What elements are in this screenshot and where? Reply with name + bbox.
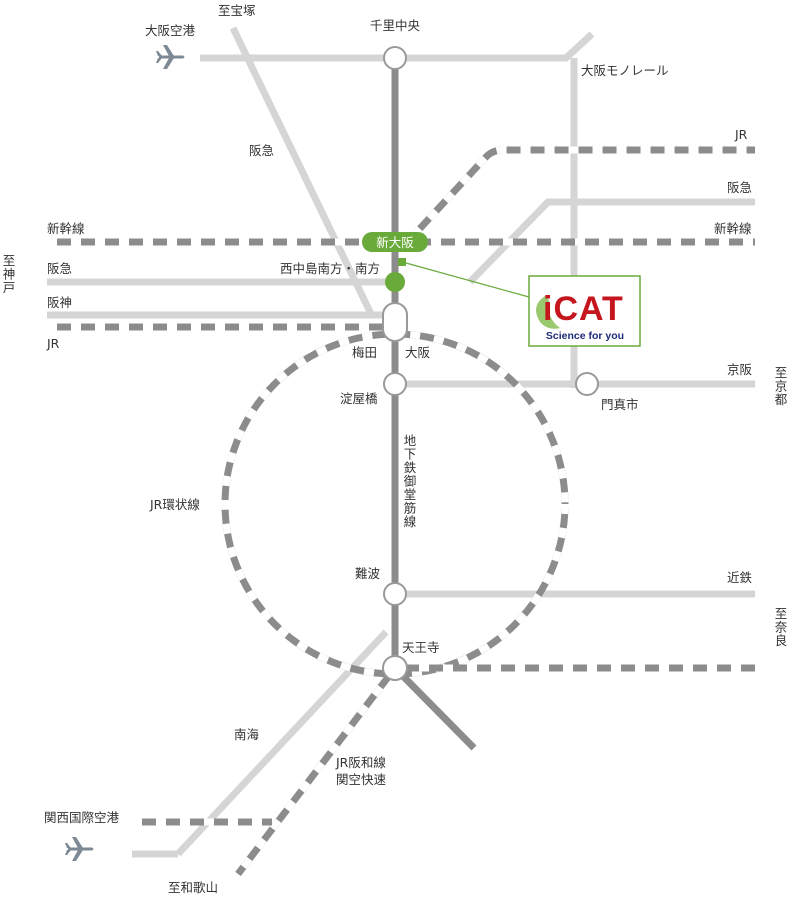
label-midosuji: 地下鉄御堂筋線: [404, 433, 417, 529]
leader-line: [405, 262, 530, 298]
station-umeda-osaka: [382, 302, 408, 342]
airplane-icon: [65, 837, 94, 861]
label-shinkansen-left: 新幹線: [47, 221, 85, 236]
subway-south-extension: [392, 665, 477, 751]
labels: 至宝塚 大阪空港 千里中央 大阪モノレール 阪急 JR 阪急 新幹線 新幹線 西…: [44, 3, 753, 895]
label-hankyu-right: 阪急: [727, 180, 752, 195]
monorail-line: [395, 31, 595, 62]
label-midosuji-text: 地下鉄御堂筋線: [404, 433, 417, 529]
label-shinkansen-right: 新幹線: [714, 221, 752, 236]
label-kyoto: 至京都: [775, 365, 788, 407]
hankyu-takarazuka-line: [229, 26, 376, 318]
label-wakayama: 至和歌山: [168, 880, 218, 895]
label-senri-chuo: 千里中央: [370, 18, 421, 33]
icat-logo: iCAT Science for you: [528, 275, 641, 347]
station-namba: [383, 582, 407, 606]
station-senri-chuo: [383, 46, 407, 70]
airplane-icon: [156, 45, 185, 69]
station-kadoma: [575, 372, 599, 396]
label-nishinakajima: 西中島南方・南方: [280, 261, 380, 276]
label-nara: 至奈良: [775, 606, 788, 648]
label-jr-right-top: JR: [734, 127, 748, 142]
label-kadoma: 門真市: [601, 397, 639, 412]
label-kintetsu: 近鉄: [727, 570, 753, 585]
logo-text: iCAT: [543, 290, 624, 328]
label-takarazuka: 至宝塚: [218, 3, 256, 18]
label-osaka: 大阪: [405, 345, 431, 360]
label-kansai-rapid: 関空快速: [336, 772, 387, 787]
shin-osaka-badge: 新大阪: [362, 232, 428, 252]
stations: [382, 46, 599, 681]
label-nara-text: 至奈良: [775, 606, 788, 648]
label-kobe-text: 至神戸: [3, 253, 16, 295]
logo-green-swoosh: [536, 296, 560, 329]
label-hanshin: 阪神: [47, 295, 72, 310]
label-hankyu-left2: 阪急: [47, 261, 72, 276]
label-hankyu-left: 阪急: [249, 143, 274, 158]
light-lines: [47, 26, 755, 858]
jr-hanwa-line: [235, 665, 398, 877]
label-keihan: 京阪: [727, 362, 753, 377]
station-yodoyabashi: [383, 372, 407, 396]
station-tennoji: [382, 655, 408, 681]
label-jr-left: JR: [46, 336, 60, 351]
icat-location-marker: [398, 258, 406, 266]
label-kyoto-text: 至京都: [775, 365, 788, 407]
label-tennoji: 天王寺: [402, 640, 440, 655]
label-jr-loop: JR環状線: [149, 497, 200, 512]
label-kobe: 至神戸: [3, 253, 16, 295]
jr-kyoto-line: [410, 146, 755, 239]
shin-osaka-label: 新大阪: [376, 235, 414, 250]
label-yodoyabashi: 淀屋橋: [340, 391, 378, 406]
vertical-labels: 至神戸 至京都 至奈良 地下鉄御堂筋線: [3, 253, 788, 648]
label-osaka-airport: 大阪空港: [145, 23, 196, 38]
label-nankai: 南海: [234, 727, 260, 742]
logo-tagline: Science for you: [546, 330, 624, 342]
label-monorail: 大阪モノレール: [581, 63, 669, 78]
station-nishinakajima: [385, 272, 405, 292]
label-namba: 難波: [355, 566, 381, 581]
label-kansai-airport: 関西国際空港: [44, 810, 120, 825]
midosuji-subway: [391, 58, 477, 751]
label-umeda: 梅田: [352, 345, 377, 360]
label-jr-hanwa: JR阪和線: [335, 755, 386, 770]
hankyu-right-line: [467, 198, 755, 285]
